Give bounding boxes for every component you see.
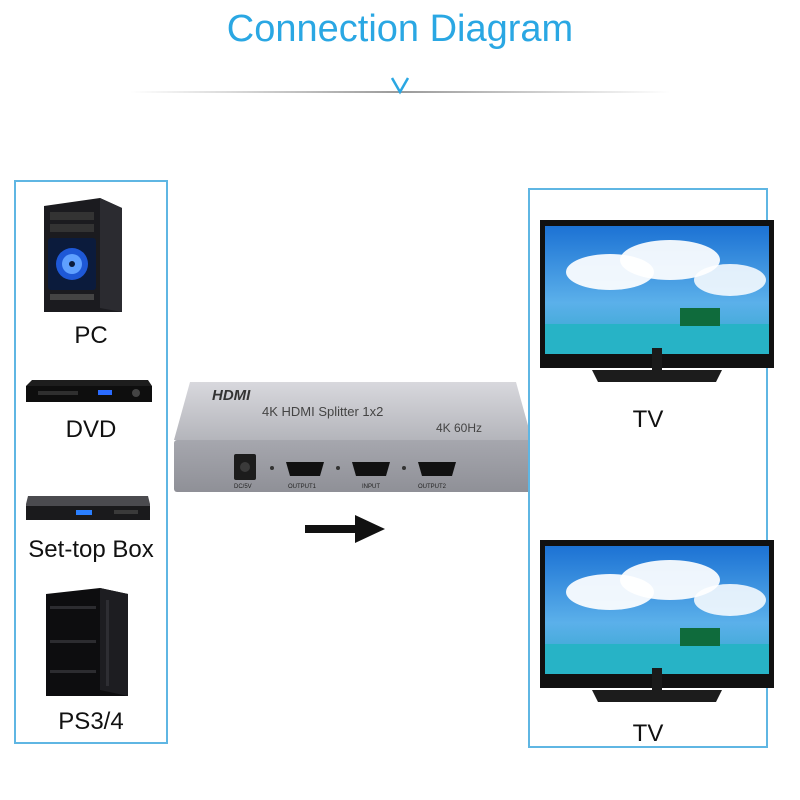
port-label-output1: OUTPUT1 [288, 484, 317, 490]
splitter-brand: HDMI [212, 387, 251, 404]
source-label-ps3-4: PS3/4 [58, 708, 124, 735]
output-label-tv-1: TV [632, 406, 664, 433]
page-title: Connection Diagram [226, 8, 574, 50]
tv-icon [540, 540, 774, 702]
game-console-icon [46, 588, 128, 696]
output-label-tv-2: TV [632, 720, 664, 747]
splitter-spec: 4K 60Hz [436, 421, 482, 435]
port-label-output2: OUTPUT2 [418, 484, 447, 490]
port-label-dc: DC/5V [234, 484, 252, 490]
arrow-right-icon [305, 515, 385, 543]
splitter-model: 4K HDMI Splitter 1x2 [262, 404, 383, 419]
set-top-box-icon [26, 496, 150, 520]
source-label-dvd: DVD [65, 416, 117, 443]
tv-icon [540, 220, 774, 382]
chevron-down-icon [390, 77, 410, 95]
source-label-pc: PC [74, 322, 108, 349]
port-label-input: INPUT [362, 484, 380, 490]
pc-tower-icon [44, 198, 122, 312]
source-label-set-top-box: Set-top Box [28, 536, 154, 563]
dvd-player-icon [26, 380, 152, 402]
hdmi-splitter-device: HDMI 4K HDMI Splitter 1x2 4K 60Hz DC/5V … [174, 382, 532, 492]
